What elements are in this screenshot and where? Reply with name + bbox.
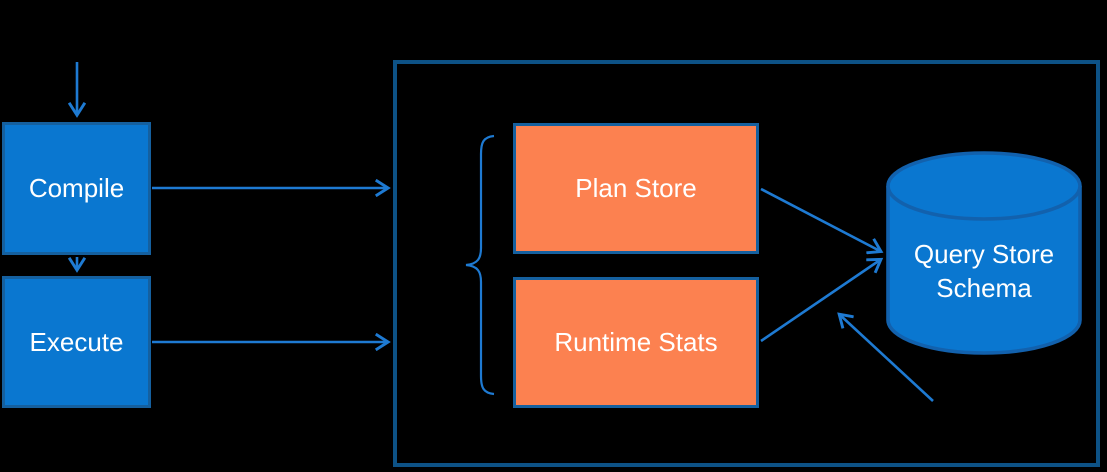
arrow-runtime-stats-to-schema (760, 260, 880, 343)
arrow-plan-store-to-schema (760, 187, 880, 251)
arrow-bottom-to-schema (840, 315, 934, 402)
node-compile: Compile (2, 122, 151, 255)
node-execute-label: Execute (29, 326, 124, 357)
query-store-container (393, 60, 1100, 467)
node-runtime-stats-label: Runtime Stats (554, 327, 718, 357)
node-plan-store: Plan Store (513, 123, 759, 254)
database-cylinder-icon (886, 151, 1082, 355)
node-plan-store-label: Plan Store (575, 173, 697, 203)
node-runtime-stats: Runtime Stats (513, 277, 759, 408)
node-query-store-schema-label: Query Store Schema (913, 239, 1055, 303)
grouping-brace (465, 134, 495, 396)
node-compile-label: Compile (28, 173, 125, 203)
cylinder-body (886, 186, 1082, 355)
cylinder-top (886, 151, 1082, 221)
node-execute: Execute (2, 276, 151, 408)
